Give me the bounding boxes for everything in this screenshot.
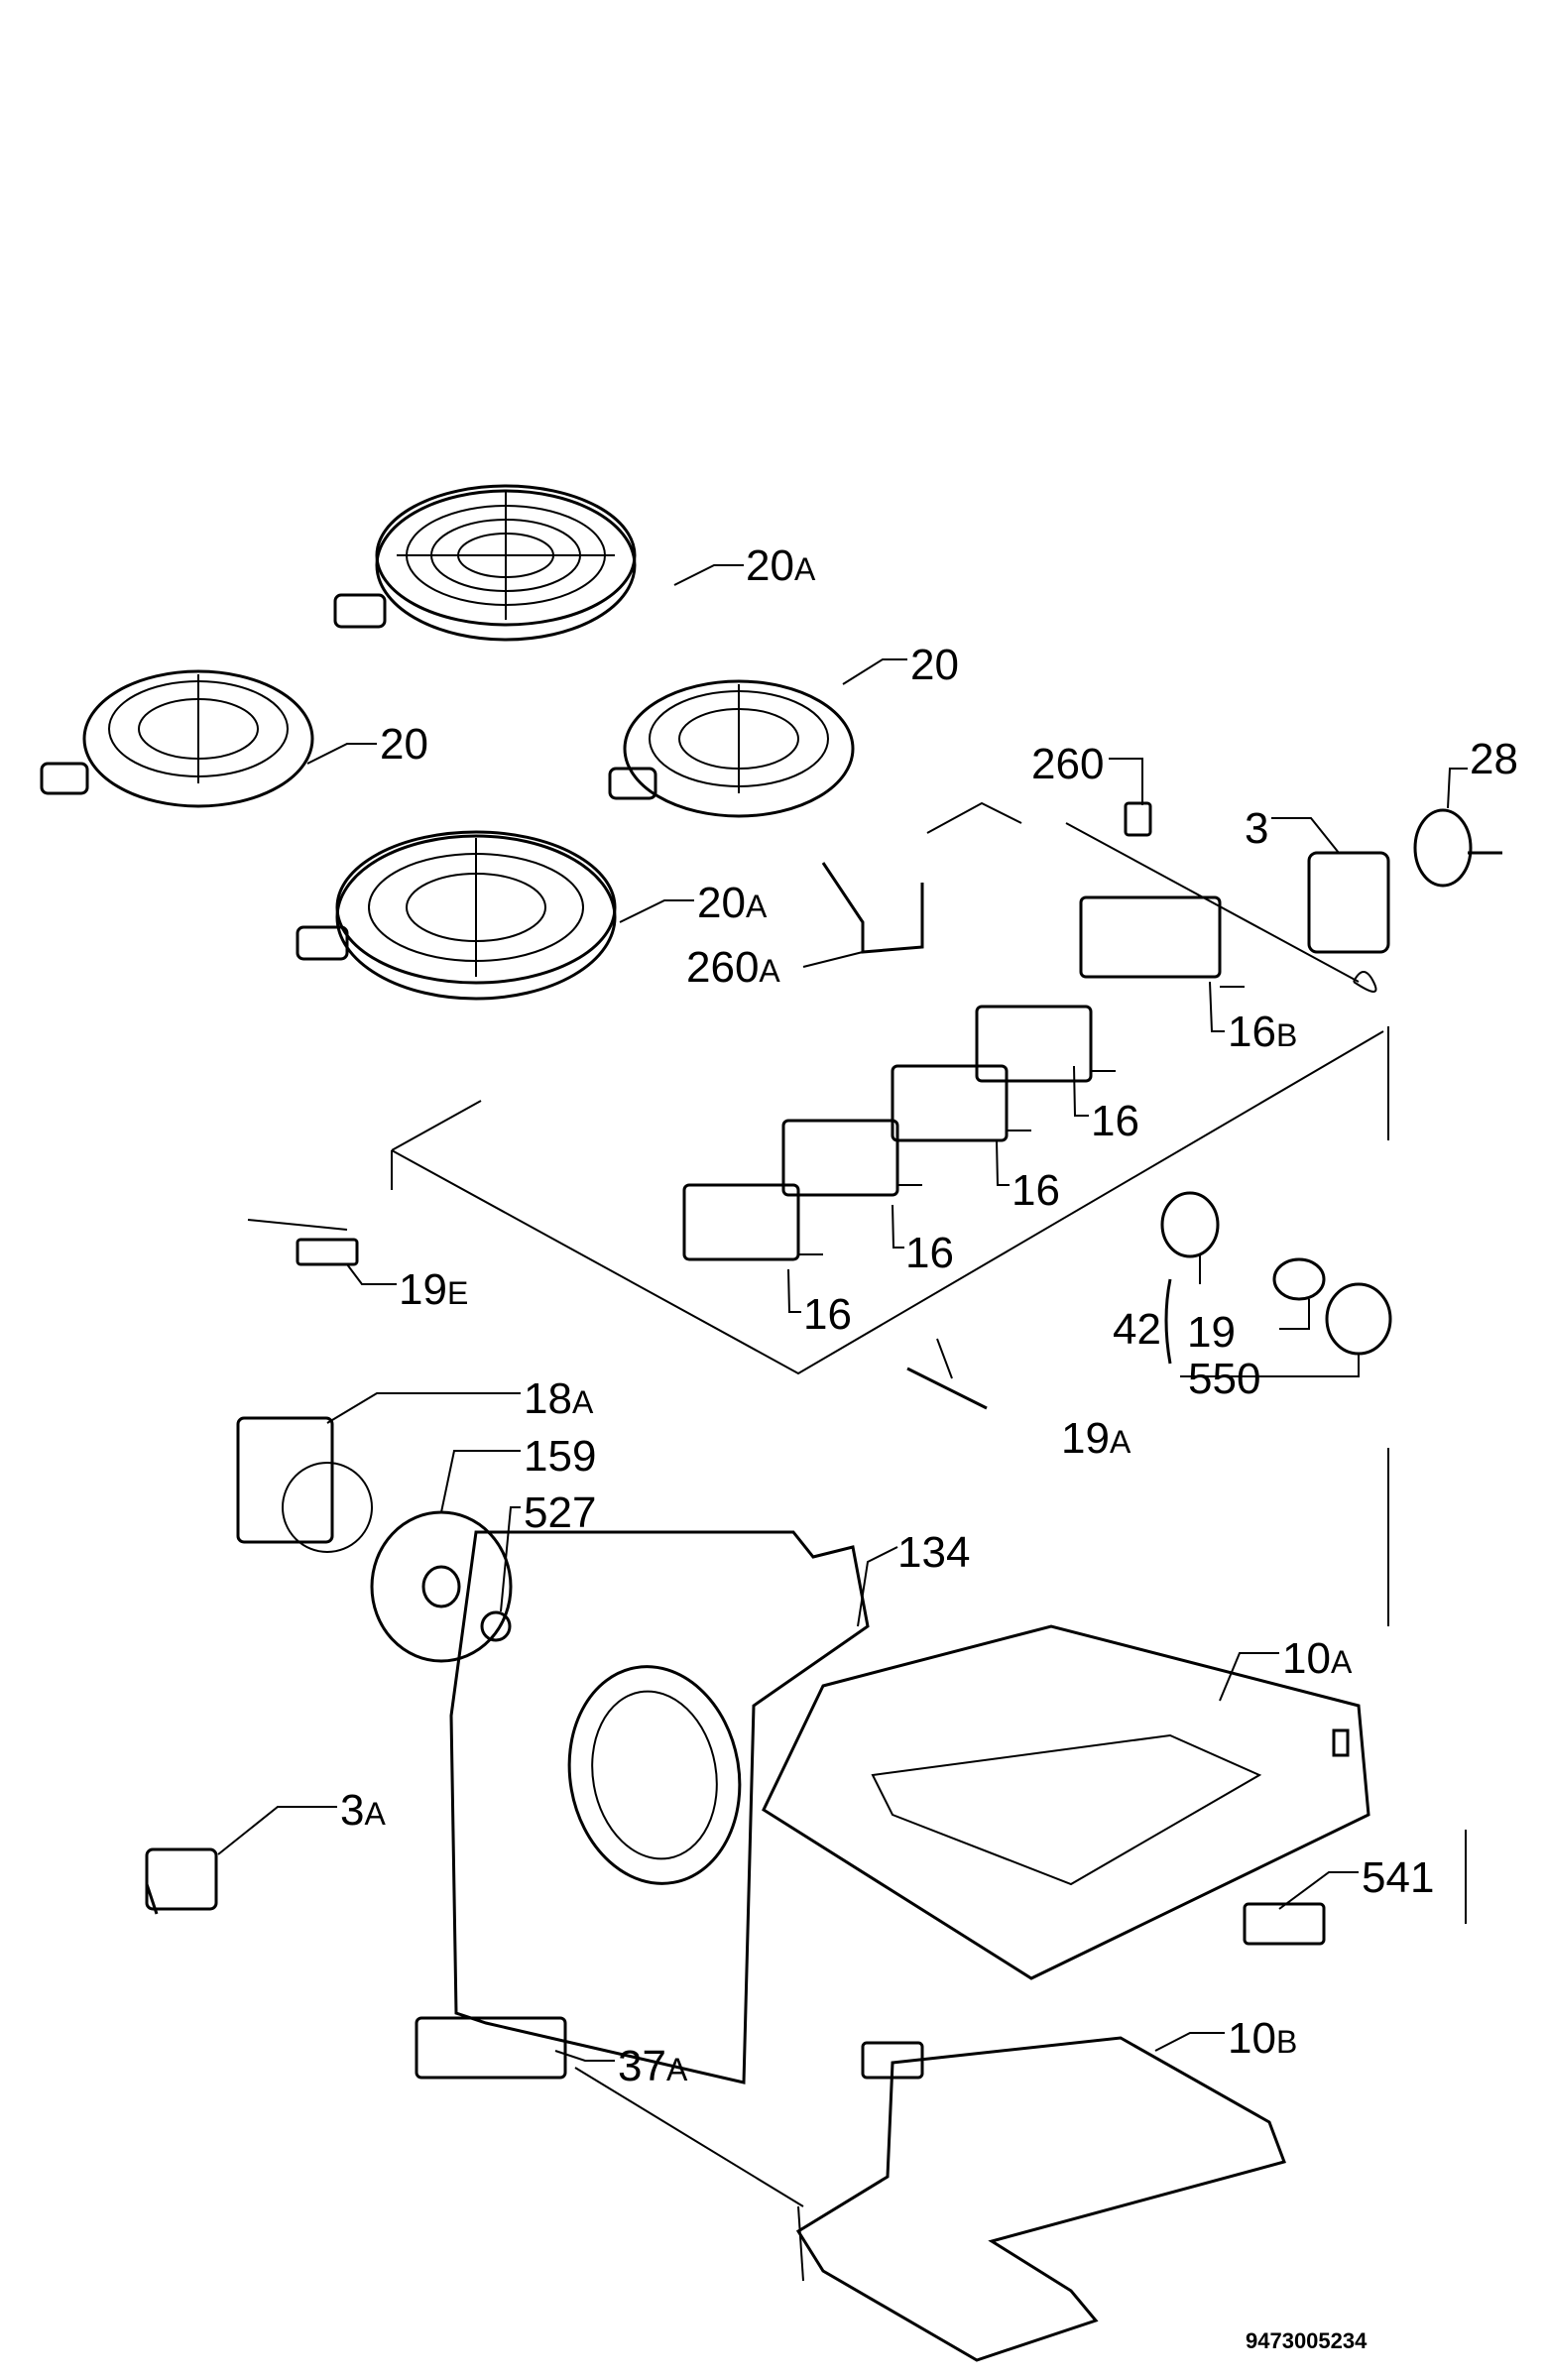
- terminal-block-37a: [415, 2016, 804, 2282]
- part-label-p541: 541: [1362, 1853, 1434, 1902]
- part-number: 28: [1470, 735, 1518, 783]
- part-suffix: A: [1110, 1424, 1131, 1460]
- part-label-p134: 134: [897, 1528, 970, 1577]
- part-label-p10a: 10A: [1282, 1634, 1353, 1683]
- part-number: 37: [618, 2042, 666, 2090]
- part-number: 20: [697, 879, 746, 927]
- part-number: 550: [1188, 1355, 1260, 1403]
- part-number: 19: [1061, 1414, 1110, 1463]
- grill-element-10a: [762, 1624, 1370, 1980]
- part-number: 19: [1187, 1308, 1236, 1357]
- hotplate-20-right: [608, 679, 855, 818]
- part-suffix: A: [364, 1796, 386, 1832]
- part-label-p28: 28: [1470, 735, 1518, 783]
- part-number: 10: [1282, 1634, 1331, 1683]
- part-number: 541: [1362, 1853, 1434, 1902]
- part-label-p260: 260: [1031, 740, 1104, 788]
- part-number: 16: [1091, 1097, 1139, 1145]
- part-label-p16_a: 16: [1091, 1097, 1139, 1145]
- part-label-p550: 550: [1188, 1355, 1260, 1403]
- part-label-p527: 527: [524, 1488, 596, 1537]
- part-number: 134: [897, 1528, 970, 1577]
- lower-element-10b: [795, 2036, 1286, 2362]
- switch-16-a: [975, 1005, 1116, 1083]
- hotplate-20a-top: [333, 484, 637, 642]
- terminal-19e: [247, 1219, 359, 1266]
- part-number: 19: [399, 1265, 447, 1314]
- hotplate-20-left: [40, 669, 314, 808]
- part-number: 42: [1113, 1305, 1161, 1354]
- part-label-p19: 19: [1187, 1308, 1236, 1357]
- part-number: 3: [1245, 804, 1268, 853]
- leader-lines: [217, 564, 1468, 2062]
- part-label-p20_left: 20: [380, 720, 428, 769]
- part-number: 20: [910, 641, 959, 689]
- part-label-p20a_bottom: 20A: [697, 879, 768, 927]
- part-label-p3: 3: [1245, 804, 1268, 853]
- knob-28: [1413, 808, 1502, 888]
- part-number: 260: [686, 943, 759, 992]
- part-label-p42: 42: [1113, 1305, 1161, 1354]
- hotplate-20a-bottom: [296, 830, 617, 1001]
- sensor-19a: [906, 1338, 988, 1410]
- part-suffix: B: [1276, 2024, 1297, 2060]
- part-number: 16: [803, 1290, 852, 1339]
- clip-260: [1065, 801, 1360, 983]
- part-label-p16_c: 16: [905, 1229, 954, 1277]
- part-number: 16: [1012, 1166, 1060, 1215]
- fan-motor-18a: [236, 1416, 373, 1553]
- selector-3a: [145, 1847, 218, 1915]
- part-number: 3: [340, 1786, 364, 1835]
- part-label-p20_right: 20: [910, 641, 959, 689]
- bracket-42-group: [1164, 1278, 1172, 1365]
- part-suffix: A: [666, 2052, 688, 2087]
- part-label-p159: 159: [524, 1432, 596, 1481]
- thermostat-3: [1307, 851, 1390, 993]
- part-label-p18a: 18A: [524, 1374, 594, 1423]
- back-panel-134: [449, 1530, 870, 2084]
- part-label-p19e: 19E: [399, 1265, 468, 1314]
- part-suffix: A: [794, 551, 816, 587]
- part-label-p16_b: 16: [1012, 1166, 1060, 1215]
- fan-nut-527: [480, 1610, 512, 1642]
- part-number: 16: [905, 1229, 954, 1277]
- switch-16-c: [781, 1119, 922, 1197]
- part-label-p3a: 3A: [340, 1786, 386, 1835]
- bulb-19: [1272, 1257, 1326, 1301]
- switch-16-d: [682, 1183, 823, 1261]
- part-label-p260a: 260A: [686, 943, 780, 992]
- part-number: 16: [1228, 1008, 1276, 1056]
- part-number: 20: [380, 720, 428, 769]
- part-suffix: A: [746, 889, 768, 924]
- switch-16-b: [891, 1064, 1031, 1142]
- part-label-p16b: 16B: [1228, 1008, 1297, 1056]
- part-number: 527: [524, 1488, 596, 1537]
- part-label-p16_d: 16: [803, 1290, 852, 1339]
- part-suffix: B: [1276, 1017, 1297, 1053]
- part-number: 10: [1228, 2014, 1276, 2063]
- part-label-p10b: 10B: [1228, 2014, 1297, 2063]
- part-suffix: A: [759, 953, 780, 989]
- panel-outline: [391, 801, 1467, 1924]
- switch-16b: [1079, 895, 1245, 988]
- hinge-541: [1243, 1902, 1326, 1946]
- lamp-holder-42: [1160, 1191, 1220, 1258]
- part-label-p19a: 19A: [1061, 1414, 1131, 1463]
- part-suffix: E: [447, 1275, 468, 1311]
- bracket-260a: [821, 862, 924, 954]
- part-number: 18: [524, 1374, 572, 1423]
- part-number: 260: [1031, 740, 1104, 788]
- part-label-p37a: 37A: [618, 2042, 688, 2090]
- part-suffix: A: [1331, 1644, 1353, 1680]
- part-label-p20a_top: 20A: [746, 541, 816, 590]
- part-suffix: A: [572, 1384, 594, 1420]
- part-number: 20: [746, 541, 794, 590]
- drawing-code: 9473005234: [1246, 2328, 1368, 2353]
- part-number: 159: [524, 1432, 596, 1481]
- lamp-cover-550: [1325, 1282, 1392, 1356]
